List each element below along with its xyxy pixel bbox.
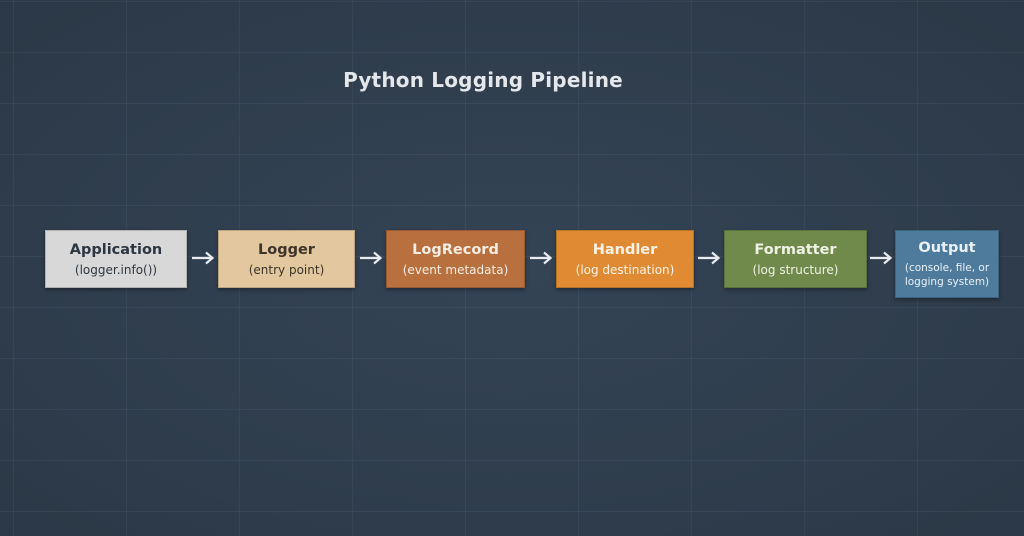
diagram-title: Python Logging Pipeline [343,68,623,92]
right-arrow-icon [869,251,893,265]
node-handler: Handler (log destination) [556,230,694,288]
node-description: (log destination) [575,262,675,277]
right-arrow-icon [191,251,215,265]
node-description: (event metadata) [402,262,509,277]
node-description: (entry point) [248,262,325,277]
node-description-line: logging system) [904,276,990,288]
node-description: (logger.info()) [74,262,158,277]
node-label: Formatter [754,241,837,258]
right-arrow-icon [359,251,383,265]
node-description: (log structure) [752,262,839,277]
node-logger: Logger (entry point) [218,230,355,288]
node-label: Logger [258,241,315,258]
right-arrow-icon [529,251,553,265]
node-description-line: (console, file, or [904,262,990,274]
node-logrecord: LogRecord (event metadata) [386,230,525,288]
node-label: Output [918,240,976,256]
node-label: Application [69,241,163,258]
node-formatter: Formatter (log structure) [724,230,867,288]
node-application: Application (logger.info()) [45,230,187,288]
node-description: (console, file, or logging system) [905,261,989,289]
node-output: Output (console, file, or logging system… [895,230,999,298]
right-arrow-icon [697,251,721,265]
node-label: Handler [592,241,658,258]
node-label: LogRecord [412,241,499,258]
